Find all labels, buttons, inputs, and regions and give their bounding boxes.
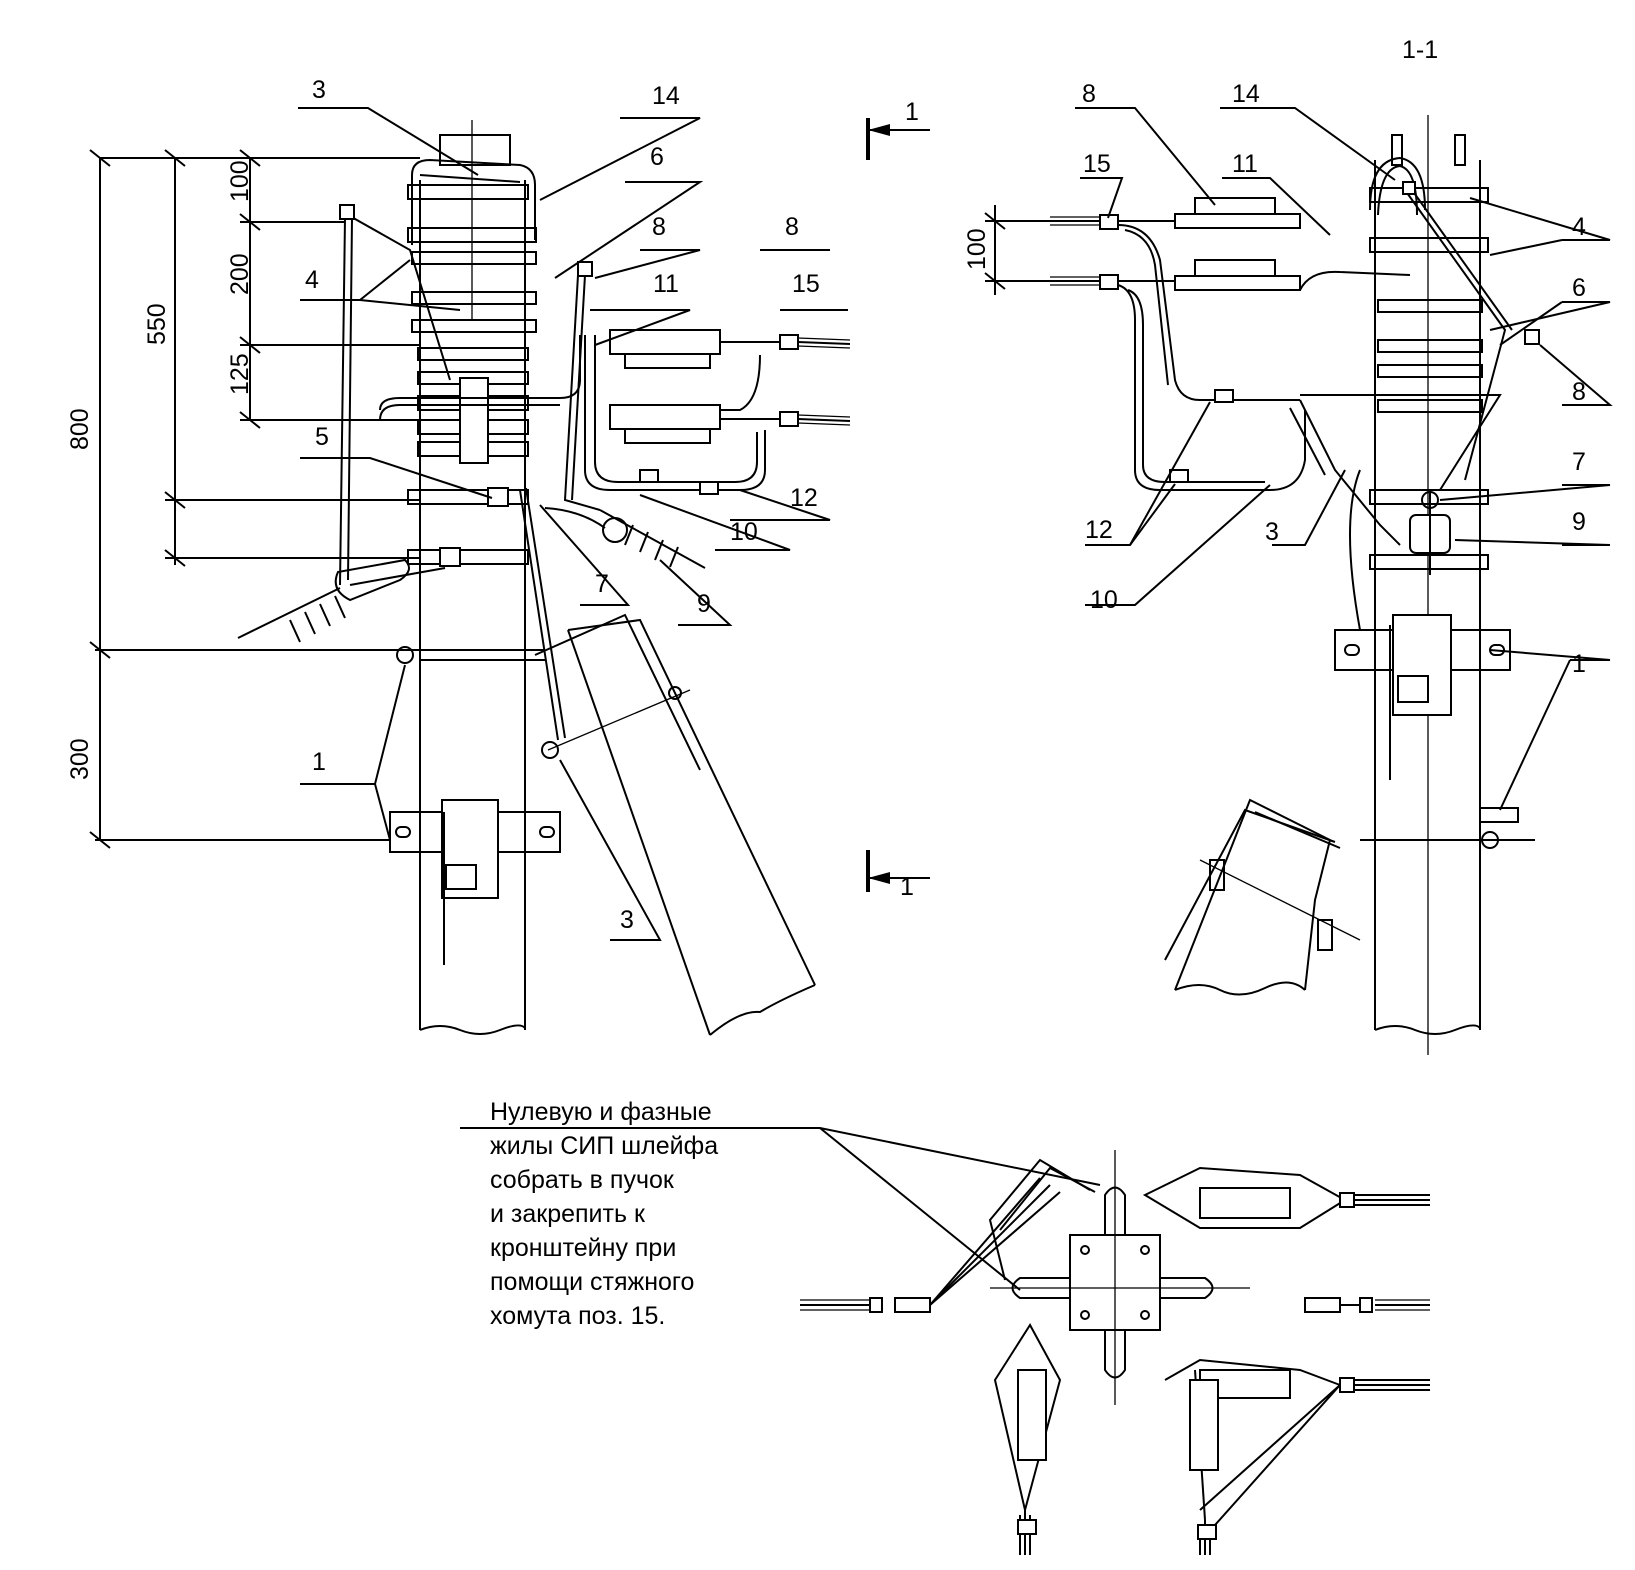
left-insulator-left [237, 558, 446, 643]
left-callout: 11 [653, 270, 679, 298]
left-dimensions [89, 149, 420, 849]
dim-800: 800 [66, 408, 94, 450]
right-callout: 8 [1082, 80, 1096, 108]
left-callout: 10 [730, 518, 758, 546]
right-callout: 11 [1232, 150, 1258, 178]
note-line: помощи стяжного [490, 1268, 694, 1296]
right-callout: 1 [1572, 650, 1586, 678]
left-callout: 3 [312, 76, 326, 104]
right-connectors [1050, 197, 1301, 291]
right-callout: 14 [1232, 80, 1260, 108]
note-line: собрать в пучок [490, 1166, 675, 1194]
note-line: кронштейну при [490, 1234, 676, 1262]
right-crossarm [1164, 798, 1361, 996]
left-callout: 6 [650, 143, 664, 171]
dim-550: 550 [143, 303, 171, 345]
section-mark-bottom: 1 [900, 873, 914, 901]
left-callout: 9 [697, 590, 711, 618]
note-line: хомута поз. 15. [490, 1302, 665, 1330]
left-down-wires [339, 204, 601, 741]
dim-300: 300 [66, 738, 94, 780]
right-callout: 12 [1085, 516, 1113, 544]
dim-right-100: 100 [963, 228, 991, 270]
right-callout: 7 [1572, 448, 1586, 476]
right-callout: 6 [1572, 274, 1586, 302]
assembly-note: Нулевую и фазные жилы СИП шлейфа собрать… [490, 1098, 718, 1330]
left-crossarm [534, 613, 816, 1036]
left-callout: 8 [785, 213, 799, 241]
section-mark-top: 1 [905, 98, 919, 126]
left-callout: 15 [792, 270, 820, 298]
note-line: жилы СИП шлейфа [490, 1132, 718, 1160]
left-callout: 1 [312, 748, 326, 776]
right-callout-leaders [1075, 107, 1613, 811]
right-callout: 15 [1083, 150, 1111, 178]
section-title: 1-1 [1402, 36, 1438, 64]
left-connectors [609, 329, 851, 444]
left-elevation-view [89, 107, 930, 1036]
right-section-view [984, 107, 1613, 1055]
left-callout: 12 [790, 484, 818, 512]
right-callout: 3 [1265, 518, 1279, 546]
left-callout: 7 [595, 570, 609, 598]
note-line: и закрепить к [490, 1200, 646, 1228]
right-top-loop [1369, 156, 1540, 481]
left-callout: 14 [652, 82, 680, 110]
left-callout: 3 [620, 906, 634, 934]
left-callout: 4 [305, 266, 319, 294]
right-dimensions [984, 205, 1050, 295]
detail-plan-view [460, 1127, 1430, 1555]
right-callout: 4 [1572, 213, 1586, 241]
left-lower-bracket [389, 646, 561, 965]
note-line: Нулевую и фазные [490, 1098, 712, 1126]
labels: 1-1 1 1 3 14 6 8 8 11 15 4 5 12 10 7 9 1… [66, 36, 1586, 1330]
right-pole [1334, 115, 1535, 1055]
left-callout: 8 [652, 213, 666, 241]
right-callout: 9 [1572, 508, 1586, 536]
right-callout: 10 [1090, 586, 1118, 614]
left-cable-bundle [379, 335, 780, 495]
dim-100: 100 [226, 160, 254, 202]
dim-200: 200 [226, 253, 254, 295]
right-insulator [1289, 399, 1451, 631]
right-callout: 8 [1572, 378, 1586, 406]
left-callout-leaders [298, 107, 848, 941]
section-marks [866, 118, 930, 892]
left-insulator-right [544, 507, 706, 569]
left-callout: 5 [315, 423, 329, 451]
dim-125: 125 [226, 353, 254, 395]
right-cable-bundle [1117, 224, 1502, 491]
